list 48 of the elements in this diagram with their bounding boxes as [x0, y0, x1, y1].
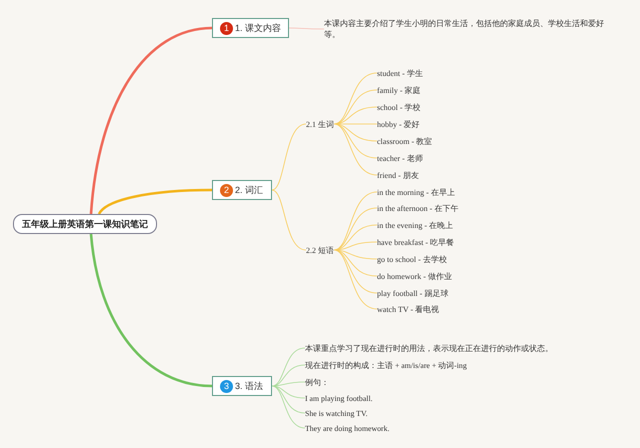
vocabulary-item: friend - 朋友 [377, 170, 419, 180]
phrase-item: have breakfast - 吃早餐 [377, 236, 454, 248]
branch-line [334, 242, 378, 250]
phrase-item: in the afternoon - 在下午 [377, 202, 458, 214]
branch-line [288, 28, 324, 30]
phrase-item: in the morning - 在早上 [377, 186, 455, 198]
branch-line [272, 348, 306, 386]
phrase-item: in the evening - 在晚上 [377, 220, 453, 230]
branch-line [272, 386, 306, 398]
branch-line [272, 124, 306, 190]
topic-box [212, 18, 289, 38]
branch-line [334, 72, 378, 124]
phrase-item: watch TV - 看电视 [377, 304, 440, 314]
vocabulary-item: hobby - 爱好 [377, 118, 420, 130]
branch-line [334, 124, 378, 142]
branch-line [272, 386, 306, 428]
phrase-item: go to school - 去学校 [377, 254, 447, 264]
topic-label: 1. 课文内容 [235, 22, 282, 34]
topic-box [212, 180, 272, 200]
branch-line [90, 26, 212, 214]
subtopic-label: 2.1 生词 [306, 118, 334, 130]
branch-line [98, 188, 212, 215]
topic-label: 2. 词汇 [235, 184, 264, 196]
subtopic-label: 2.2 短语 [306, 244, 334, 256]
branch-line [272, 190, 306, 250]
phrase-item: do homework - 做作业 [377, 270, 452, 282]
branch-line [334, 250, 378, 260]
vocabulary-item: family - 家庭 [377, 84, 421, 96]
branch-line [272, 386, 306, 414]
branch-line [334, 250, 378, 276]
number-badge: 1 [220, 22, 233, 34]
phrase-item: play football - 踢足球 [377, 288, 448, 298]
branch-line [334, 90, 378, 124]
topic-label: 3. 语法 [235, 380, 264, 392]
vocabulary-item: classroom - 教室 [377, 136, 432, 146]
branch-line [334, 250, 378, 310]
branch-line [334, 124, 378, 176]
number-badge: 2 [220, 184, 233, 196]
branch-line [334, 192, 378, 250]
topic-box [212, 376, 272, 396]
branch-line [90, 234, 212, 388]
vocabulary-item: teacher - 老师 [377, 152, 423, 164]
vocabulary-item: school - 学校 [377, 102, 421, 112]
branch-line [334, 124, 378, 158]
number-badge: 3 [220, 380, 233, 392]
central-topic-box: 五年级上册英语第一课知识笔记 [13, 214, 157, 234]
branch-line [334, 208, 378, 250]
vocabulary-item: student - 学生 [377, 68, 423, 78]
